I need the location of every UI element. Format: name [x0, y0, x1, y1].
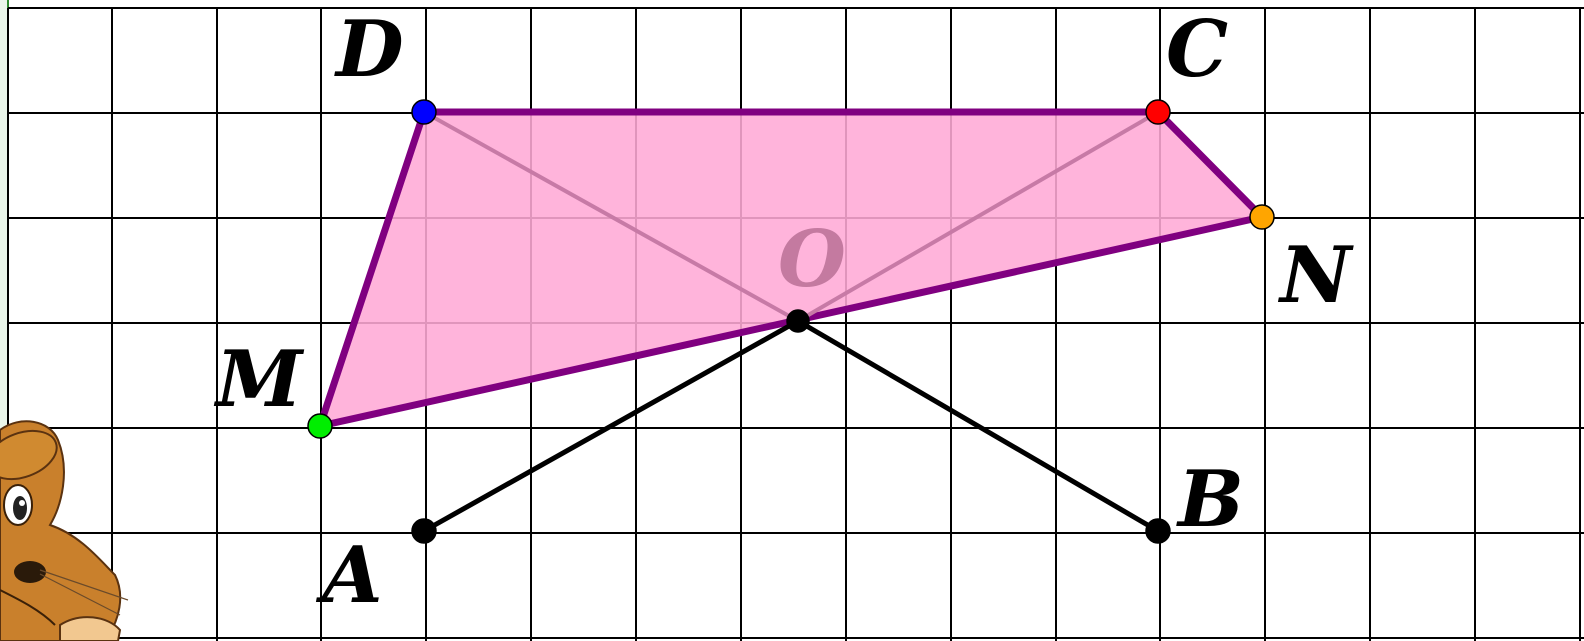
- point-M-dot: [307, 413, 333, 439]
- label-M: M: [213, 334, 305, 425]
- label-C: C: [1166, 4, 1228, 95]
- label-O: O: [778, 214, 846, 305]
- label-A: A: [315, 530, 383, 621]
- label-D: D: [334, 4, 404, 95]
- point-O-dot: [786, 309, 810, 333]
- left-frame-edge: [0, 0, 8, 641]
- cartoon-mouse-icon: [0, 420, 129, 641]
- point-D-dot: [411, 99, 437, 125]
- label-N: N: [1277, 230, 1354, 321]
- segment-DO: [423, 110, 799, 323]
- segment-AO: [422, 318, 800, 534]
- point-A-dot: [411, 518, 437, 544]
- point-dots: [307, 99, 1275, 544]
- label-B: B: [1176, 454, 1244, 545]
- point-C-dot: [1145, 99, 1171, 125]
- segment-CO: [796, 110, 1160, 323]
- point-N-dot: [1249, 204, 1275, 230]
- segment-OB: [796, 318, 1160, 534]
- point-B-dot: [1145, 518, 1171, 544]
